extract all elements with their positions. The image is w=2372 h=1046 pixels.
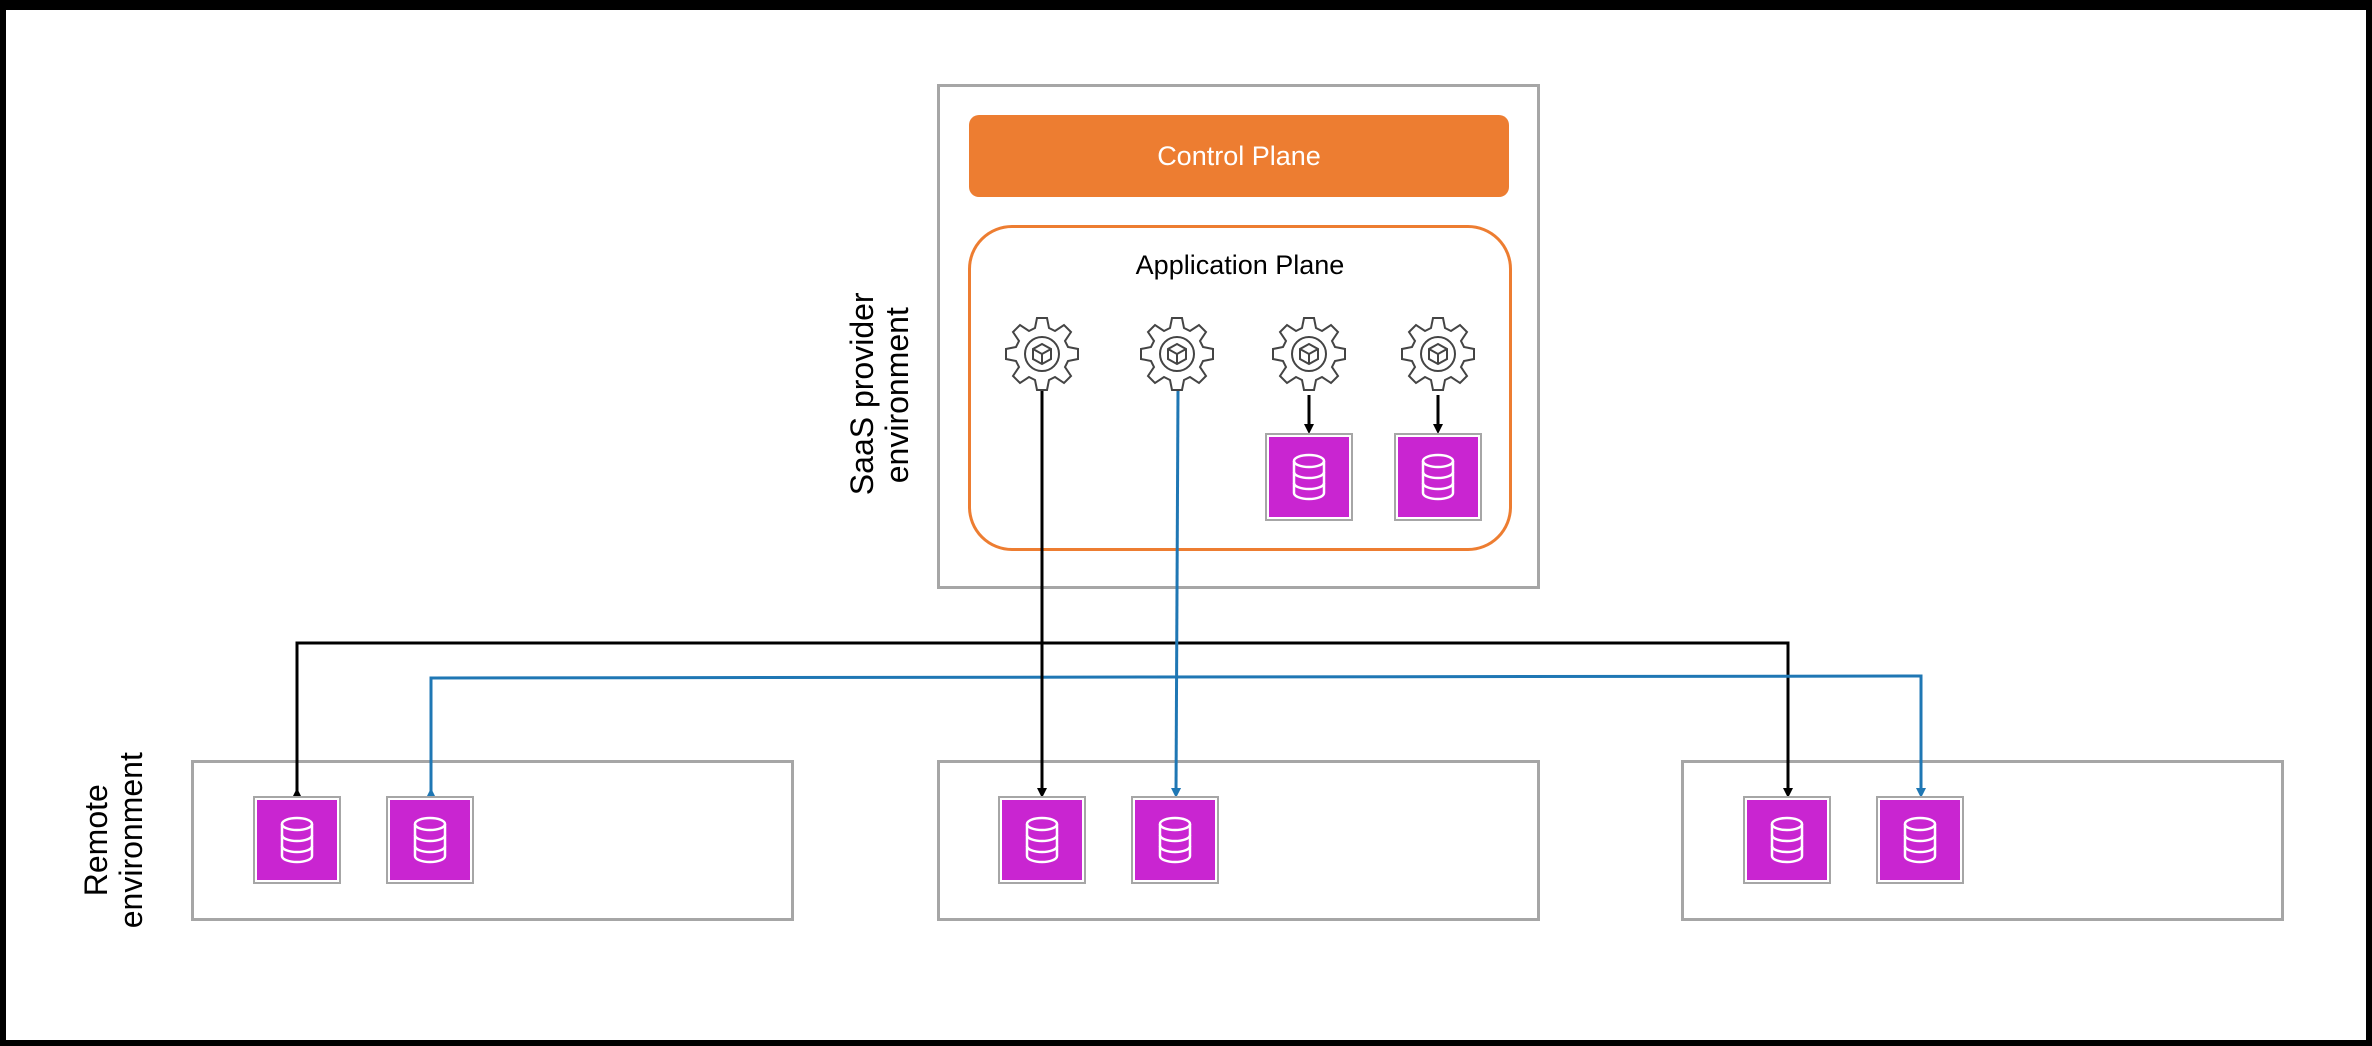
gear-cube-icon [1137, 314, 1217, 394]
application-plane-box [968, 225, 1512, 551]
database-icon [1394, 433, 1482, 521]
saas-provider-environment-label: SaaS provider environment [843, 292, 915, 496]
remote-environment-label: Remote environment [77, 750, 149, 930]
provider-label-line1: SaaS provider [843, 292, 880, 496]
remote-label-line2: environment [113, 752, 149, 929]
database-icon [1265, 433, 1353, 521]
database-icon [1131, 796, 1219, 884]
database-icon [1743, 796, 1831, 884]
database-icon [998, 796, 1086, 884]
saas-provider-environment-box [937, 84, 1540, 589]
database-icon [253, 796, 341, 884]
database-icon [1876, 796, 1964, 884]
provider-label-line2: environment [879, 307, 915, 484]
gear-cube-icon [1269, 314, 1349, 394]
control-plane: Control Plane [969, 115, 1509, 197]
control-plane-label: Control Plane [1157, 140, 1321, 171]
gear-cube-icon [1398, 314, 1478, 394]
gear-cube-icon [1002, 314, 1082, 394]
database-icon [386, 796, 474, 884]
remote-label-line1: Remote [77, 784, 114, 897]
remote-environment-box-3 [1681, 760, 2284, 921]
application-plane-label: Application Plane [1135, 250, 1345, 280]
